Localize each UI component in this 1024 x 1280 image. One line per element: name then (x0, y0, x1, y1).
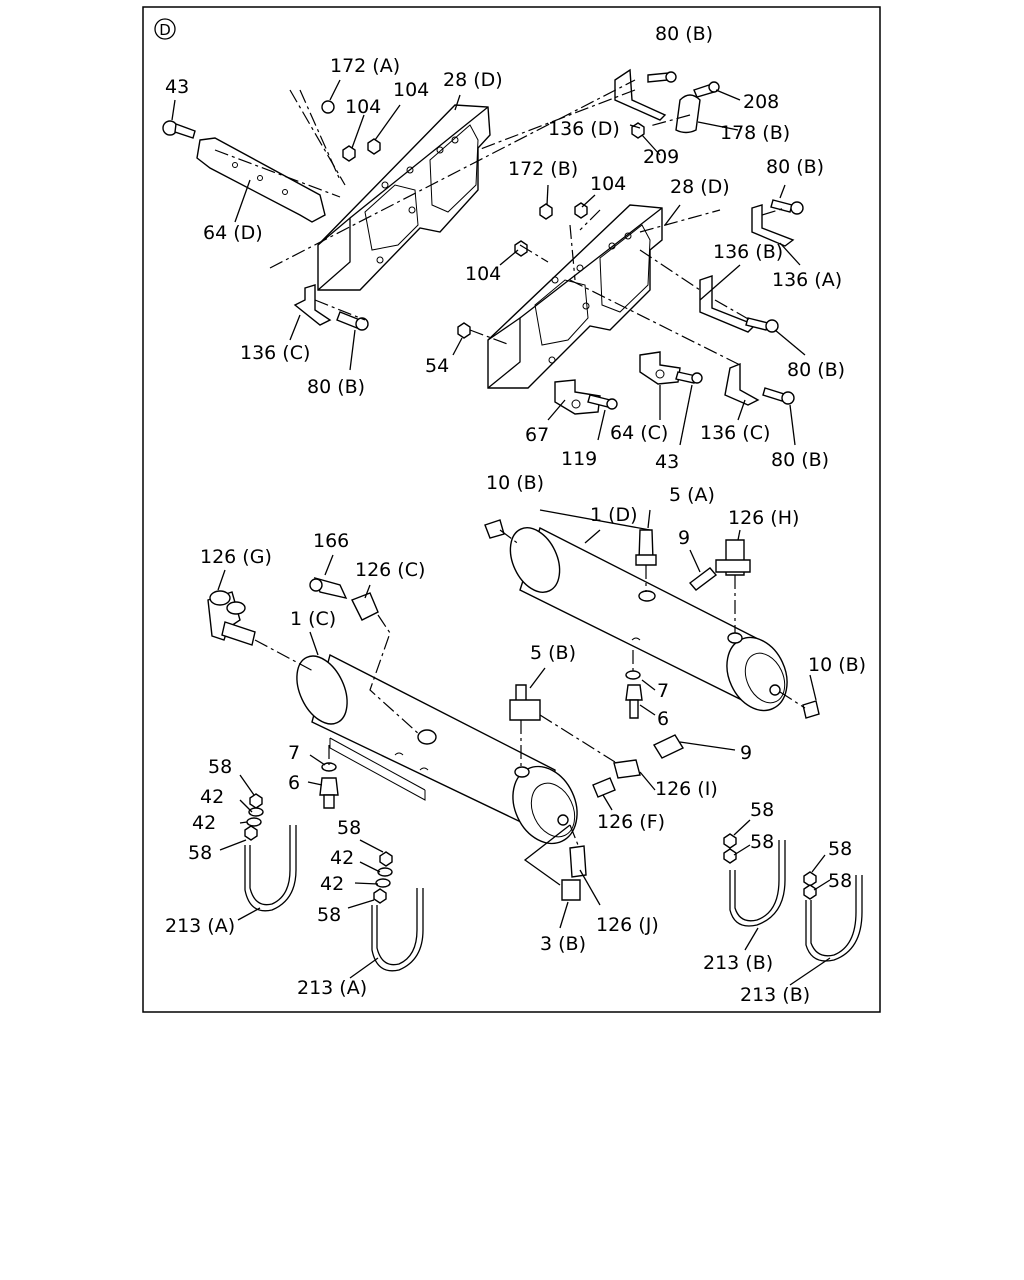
label-6-right: 6 (657, 708, 669, 730)
u-bolt-213a-right (371, 851, 424, 972)
label-58-g: 58 (828, 838, 852, 860)
label-136a: 136 (A) (772, 269, 842, 291)
label-172b: 172 (B) (508, 158, 578, 180)
label-64c: 64 (C) (610, 422, 668, 444)
label-126h: 126 (H) (728, 507, 799, 529)
label-43-top: 43 (165, 76, 189, 98)
leader-lines (171, 79, 831, 986)
label-126f: 126 (F) (597, 811, 665, 833)
label-104-d: 104 (465, 263, 501, 285)
label-1d: 1 (D) (590, 504, 638, 526)
callout-labels: 80 (B) 172 (A) 43 104 104 28 (D) 208 136… (165, 23, 866, 1006)
label-58-f: 58 (750, 831, 774, 853)
label-178b: 178 (B) (720, 122, 790, 144)
label-67: 67 (525, 424, 549, 446)
label-104-b: 104 (393, 79, 429, 101)
u-bolt-213a-left (244, 793, 297, 912)
bracket-assembly-left (162, 68, 720, 331)
label-58-e: 58 (750, 799, 774, 821)
label-213a-right: 213 (A) (297, 977, 367, 999)
label-166: 166 (313, 530, 349, 552)
label-80b-r2: 80 (B) (787, 359, 845, 381)
label-213a-left: 213 (A) (165, 915, 235, 937)
label-9-bottom: 9 (740, 742, 752, 764)
label-126g: 126 (G) (200, 546, 272, 568)
label-213b-left: 213 (B) (703, 952, 773, 974)
label-58-c: 58 (337, 817, 361, 839)
label-43-bottom: 43 (655, 451, 679, 473)
label-119: 119 (561, 448, 597, 470)
label-9-top: 9 (678, 527, 690, 549)
label-42-c: 42 (330, 847, 354, 869)
label-80b-left: 80 (B) (307, 376, 365, 398)
label-126j: 126 (J) (596, 914, 659, 936)
label-28d-b: 28 (D) (670, 176, 730, 198)
label-104-c: 104 (590, 173, 626, 195)
air-tank-1c (207, 576, 685, 901)
label-42-b: 42 (192, 812, 216, 834)
label-10b-top: 10 (B) (486, 472, 544, 494)
air-tank-1d (484, 519, 820, 719)
label-5a: 5 (A) (669, 484, 715, 506)
label-136c-right: 136 (C) (700, 422, 770, 444)
label-136c-left: 136 (C) (240, 342, 310, 364)
label-58-a: 58 (208, 756, 232, 778)
label-6-left: 6 (288, 772, 300, 794)
view-marker: D (154, 18, 176, 40)
label-42-a: 42 (200, 786, 224, 808)
label-126i: 126 (I) (655, 778, 718, 800)
label-209: 209 (643, 146, 679, 168)
diagram-frame (142, 6, 881, 1013)
label-28d-a: 28 (D) (443, 69, 503, 91)
u-bolt-213b-left (723, 833, 786, 927)
label-80b-r3: 80 (B) (771, 449, 829, 471)
label-7-left: 7 (288, 742, 300, 764)
label-58-b: 58 (188, 842, 212, 864)
label-58-h: 58 (828, 870, 852, 892)
label-10b-right: 10 (B) (808, 654, 866, 676)
label-136b: 136 (B) (713, 241, 783, 263)
label-64d: 64 (D) (203, 222, 263, 244)
u-bolt-213b-right (803, 871, 863, 962)
svg-text:D: D (159, 21, 171, 39)
label-1c: 1 (C) (290, 608, 336, 630)
bolt-43-top (162, 120, 196, 139)
label-54: 54 (425, 355, 449, 377)
label-42-d: 42 (320, 873, 344, 895)
label-7-right: 7 (657, 680, 669, 702)
label-80b-r1: 80 (B) (766, 156, 824, 178)
label-3b: 3 (B) (540, 933, 586, 955)
label-80b-top: 80 (B) (655, 23, 713, 45)
label-208: 208 (743, 91, 779, 113)
label-104-a: 104 (345, 96, 381, 118)
label-136d: 136 (D) (548, 118, 620, 140)
label-5b: 5 (B) (530, 642, 576, 664)
label-172a: 172 (A) (330, 55, 400, 77)
label-58-d: 58 (317, 904, 341, 926)
bracket-assembly-right (457, 199, 804, 415)
label-213b-right: 213 (B) (740, 984, 810, 1006)
label-126c: 126 (C) (355, 559, 425, 581)
